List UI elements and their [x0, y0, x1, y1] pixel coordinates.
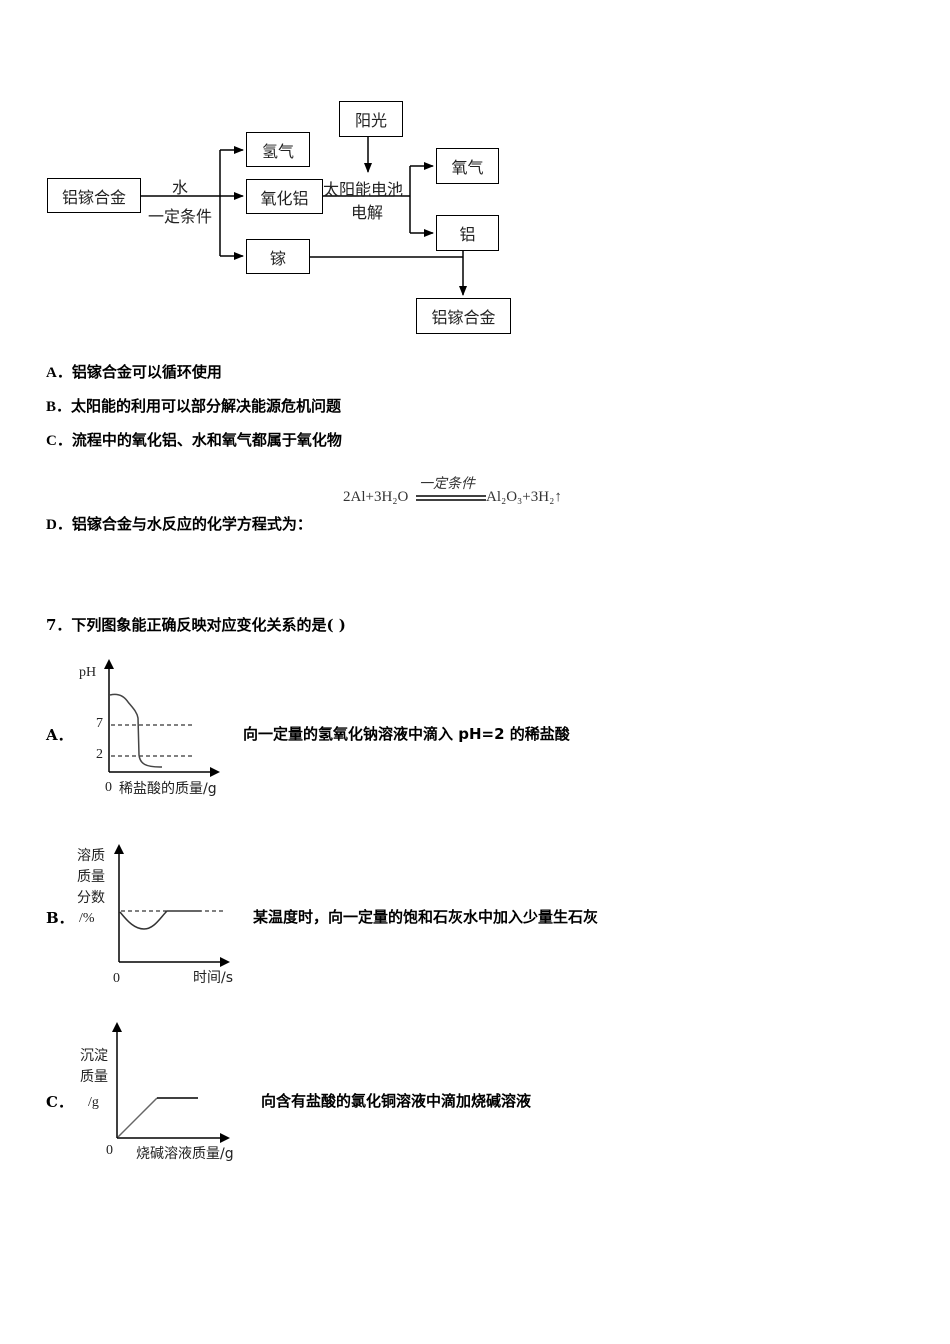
q7-stem: 7．下列图象能正确反映对应变化关系的是( ) [46, 616, 346, 634]
graph-c-origin: 0 [106, 1143, 113, 1158]
graph-c-ylabel-line2: 质量 [80, 1069, 108, 1085]
option-key: B． [46, 909, 74, 927]
graph-b-origin: 0 [113, 971, 120, 986]
q6-option-b[interactable]: B．太阳能的利用可以部分解决能源危机问题 [46, 395, 341, 416]
graph-a-origin: 0 [105, 780, 112, 795]
graph-c-ylabel-line3: /g [88, 1095, 99, 1110]
reaction-condition-label: 一定条件 [148, 207, 213, 226]
graph-a-ytick-7: 7 [96, 716, 103, 731]
graph-b [114, 844, 230, 967]
graph-b-ylabel-line3: 分数 [77, 890, 105, 906]
graph-a-xlabel: 稀盐酸的质量/g [119, 781, 217, 797]
gallium-box: 镓 [246, 239, 310, 274]
alumina-box: 氧化铝 [246, 179, 323, 214]
option-key: C． [46, 1093, 73, 1111]
graph-a-ylabel: pH [79, 665, 97, 680]
reaction-water-label: 水 [172, 178, 189, 197]
sunlight-box: 阳光 [339, 101, 403, 137]
solar-cell-label: 太阳能电池 [323, 180, 404, 199]
option-text: 铝镓合金可以循环使用 [71, 363, 222, 381]
equation-left: 2Al+3H₂O [343, 489, 409, 505]
graph-c-ylabel-line1: 沉淀 [80, 1048, 108, 1064]
graph-c [112, 1022, 230, 1143]
equation-condition: 一定条件 [419, 477, 475, 492]
option-description: 向一定量的氢氧化钠溶液中滴入 pH=2 的稀盐酸 [243, 725, 570, 743]
hydrogen-box: 氢气 [246, 132, 310, 167]
start-alloy-box: 铝镓合金 [47, 178, 141, 213]
aluminum-box: 铝 [436, 215, 499, 251]
end-alloy-box: 铝镓合金 [416, 298, 511, 334]
option-key: A． [46, 365, 72, 381]
graph-c-xlabel: 烧碱溶液质量/g [136, 1146, 234, 1162]
electrolysis-label: 电解 [351, 203, 384, 222]
equation-right: Al₂O₃+3H₂↑ [486, 489, 562, 505]
graph-a [104, 659, 220, 777]
option-text: 流程中的氧化铝、水和氧气都属于氧化物 [71, 431, 342, 449]
flowchart-connectors [141, 137, 467, 296]
graph-a-ytick-2: 2 [96, 747, 103, 762]
q6-option-d[interactable]: D．铝镓合金与水反应的化学方程式为： [46, 513, 312, 534]
equation-double-line [416, 495, 486, 501]
option-text: 太阳能的利用可以部分解决能源危机问题 [71, 397, 342, 415]
graph-b-ylabel-line2: 质量 [77, 869, 105, 885]
option-key: B． [46, 399, 72, 415]
q6-option-c[interactable]: C．流程中的氧化铝、水和氧气都属于氧化物 [46, 429, 342, 450]
option-key: C． [46, 433, 72, 449]
graph-b-xlabel: 时间/s [193, 970, 234, 986]
graph-b-ylabel-line4: /% [79, 911, 95, 926]
option-key: D． [46, 517, 72, 533]
option-description: 某温度时，向一定量的饱和石灰水中加入少量生石灰 [253, 908, 599, 926]
option-description: 向含有盐酸的氯化铜溶液中滴加烧碱溶液 [261, 1092, 532, 1110]
graph-b-ylabel-line1: 溶质 [77, 848, 105, 864]
option-key: A． [46, 726, 73, 744]
q6-option-a[interactable]: A．铝镓合金可以循环使用 [46, 361, 222, 382]
oxygen-box: 氧气 [436, 148, 499, 184]
option-text: 铝镓合金与水反应的化学方程式为： [71, 515, 312, 533]
